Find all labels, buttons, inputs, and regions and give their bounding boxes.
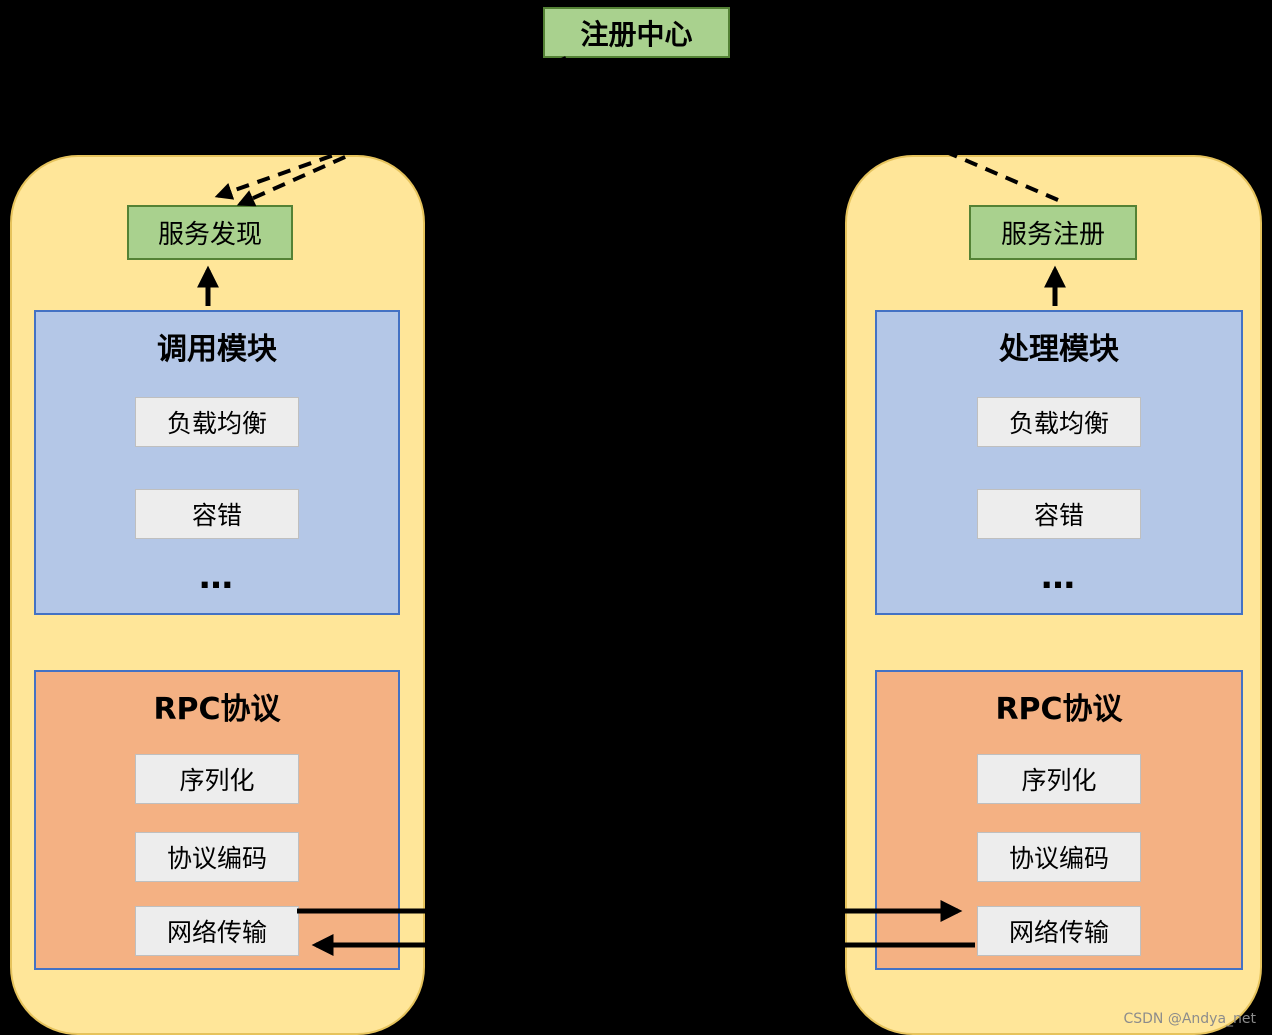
watermark-text: CSDN @Andya_net (1123, 1011, 1256, 1027)
call-module-title: 调用模块 (157, 332, 277, 367)
handle-module-title: 处理模块 (999, 332, 1119, 367)
fault-tolerance-item-left: 容错 (135, 489, 299, 539)
rpc-protocol-title-left: RPC协议 (153, 692, 281, 727)
load-balance-item-right: 负载均衡 (977, 397, 1141, 447)
rpc-protocol-box-left: RPC协议 序列化 协议编码 网络传输 (34, 670, 400, 970)
serialization-item-left: 序列化 (135, 754, 299, 804)
serialization-item-right: 序列化 (977, 754, 1141, 804)
provider-container: 服务注册 处理模块 负载均衡 容错 … RPC协议 序列化 协议编码 网络传输 (845, 155, 1262, 1035)
consumer-container: 服务发现 调用模块 负载均衡 容错 … RPC协议 序列化 协议编码 网络传输 (10, 155, 425, 1035)
call-module-box: 调用模块 负载均衡 容错 … (34, 310, 400, 615)
network-transport-item-right: 网络传输 (977, 906, 1141, 956)
ellipsis-left: … (199, 557, 235, 597)
service-discovery-box: 服务发现 (127, 205, 293, 260)
protocol-encode-item-right: 协议编码 (977, 832, 1141, 882)
network-transport-item-left: 网络传输 (135, 906, 299, 956)
fault-tolerance-item-right: 容错 (977, 489, 1141, 539)
load-balance-item-left: 负载均衡 (135, 397, 299, 447)
handle-module-box: 处理模块 负载均衡 容错 … (875, 310, 1243, 615)
protocol-encode-item-left: 协议编码 (135, 832, 299, 882)
rpc-protocol-box-right: RPC协议 序列化 协议编码 网络传输 (875, 670, 1243, 970)
service-register-box: 服务注册 (969, 205, 1137, 260)
registry-center-box: 注册中心 (543, 7, 730, 58)
ellipsis-right: … (1041, 557, 1077, 597)
rpc-protocol-title-right: RPC协议 (995, 692, 1123, 727)
